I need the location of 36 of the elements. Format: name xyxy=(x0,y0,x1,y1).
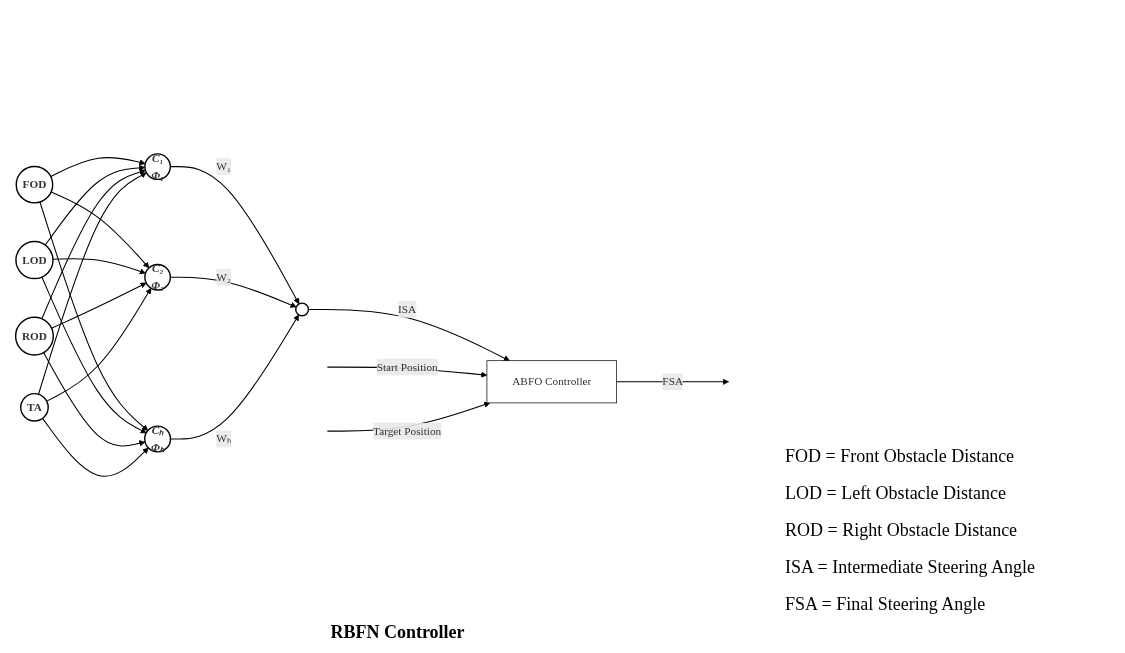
node-circle xyxy=(295,302,310,317)
arrow xyxy=(51,282,147,329)
node-circle: LOD xyxy=(15,240,54,280)
edge-label: W₁ xyxy=(216,160,231,173)
arrow xyxy=(616,378,729,385)
edge-label: ISA xyxy=(398,303,417,316)
edge-label: W₂ xyxy=(216,270,231,283)
caption-text: RBFN Controller xyxy=(329,622,466,643)
arrow xyxy=(44,164,146,246)
node-circle: ROD xyxy=(14,316,54,356)
node-box: ABFO Controller xyxy=(486,360,617,404)
arrow xyxy=(50,157,146,178)
arrow xyxy=(43,352,146,447)
arrow xyxy=(41,276,147,434)
arrow xyxy=(42,417,149,477)
node-circle: C₂ Φ₂ xyxy=(144,263,172,291)
node-circle: C₁ Φ₁ xyxy=(144,153,172,181)
arrow xyxy=(52,258,146,275)
definition-note: FSA = Final Steering Angle xyxy=(785,594,987,615)
definition-note: ROD = Right Obstacle Distance xyxy=(785,520,1019,541)
arrow xyxy=(46,287,152,402)
node-circle: Cₕ Φₕ xyxy=(144,425,172,453)
node-circle: TA xyxy=(20,392,49,422)
edge-label: Wₕ xyxy=(216,432,232,445)
arrow xyxy=(39,201,149,431)
node-circle: FOD xyxy=(15,165,54,204)
definition-note: ISA = Intermediate Steering Angle xyxy=(785,557,1037,578)
arrow xyxy=(41,169,146,320)
definition-note: LOD = Left Obstacle Distance xyxy=(785,483,1008,504)
arrow xyxy=(50,191,150,269)
edge-label: Target Position xyxy=(373,424,442,437)
edge-label: FSA xyxy=(662,375,684,388)
edge-label: Start Position xyxy=(376,360,438,373)
arrow xyxy=(307,308,510,361)
arrow xyxy=(38,172,147,395)
definition-note: FOD = Front Obstacle Distance xyxy=(785,446,1016,467)
